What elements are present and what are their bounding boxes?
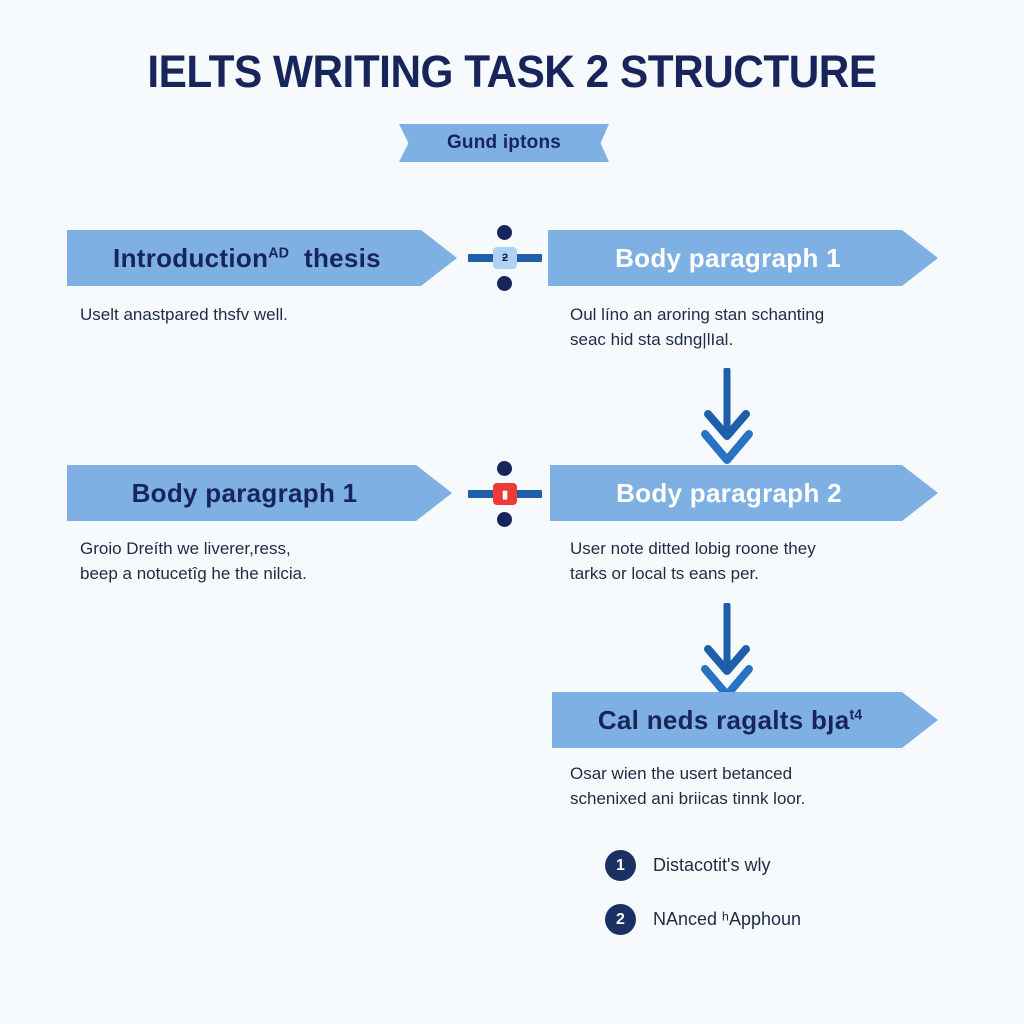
connector-chip-icon: ▮ bbox=[493, 483, 517, 505]
flow-box-caption-body-paragraph-1-top: Oul líno an aroring stan schanting seac … bbox=[570, 305, 825, 349]
list-item[interactable]: 2 NAnced ʰApphoun bbox=[605, 904, 801, 935]
flow-arrow-1-down-icon bbox=[692, 368, 762, 468]
page-title: IELTS WRITING TASK 2 STRUCTURE bbox=[147, 46, 877, 97]
flow-box-heading-superscript: t4 bbox=[849, 706, 863, 723]
flow-box-label: Body paragraph 1 bbox=[132, 478, 388, 509]
flow-box-caption-conclusion: Osar wien the usert betanced schenixed a… bbox=[570, 764, 806, 808]
flow-box-label: IntroductionAD thesis bbox=[113, 243, 411, 274]
connector-chip-icon: ƻ bbox=[493, 247, 517, 269]
flow-arrow-2-down-icon bbox=[692, 603, 762, 703]
flow-box-introduction-thesis[interactable]: IntroductionAD thesis bbox=[67, 230, 457, 286]
flow-box-caption-body-paragraph-2: User note ditted lobig roone they tarks … bbox=[570, 539, 816, 583]
flow-box-heading-main: Body paragraph 1 bbox=[131, 477, 358, 508]
subtitle-ribbon: Gund iptons bbox=[399, 124, 609, 162]
flow-box-body-paragraph-1-top[interactable]: Body paragraph 1 bbox=[548, 230, 938, 286]
flow-box-caption-introduction-thesis: Uselt anastpared thsfv well. bbox=[80, 305, 288, 324]
flow-box-heading-tail: thesis bbox=[304, 242, 381, 273]
connector-dot-top-icon bbox=[497, 225, 512, 240]
flow-box-heading-main: Body paragraph 1 bbox=[615, 242, 841, 273]
list-item[interactable]: 1 Distacotit's wly bbox=[605, 850, 801, 881]
flow-box-heading-superscript: AD bbox=[268, 244, 289, 261]
subtitle-ribbon-label: Gund iptons bbox=[446, 132, 562, 153]
flow-box-caption-body-paragraph-1-bottom: Groio Dreíth we liverer,ress, beep a not… bbox=[80, 539, 307, 583]
flow-box-heading-main: Introduction bbox=[113, 242, 269, 273]
connector-row-1: ƻ bbox=[468, 225, 542, 291]
flow-box-label: Cal neds ragalts bȷat4 bbox=[598, 705, 892, 736]
connector-row-2: ▮ bbox=[468, 461, 542, 527]
list-item-label: NAnced ʰApphoun bbox=[653, 909, 802, 929]
connector-dot-bottom-icon bbox=[497, 276, 512, 291]
list-item-number-badge: 1 bbox=[605, 850, 636, 881]
flow-box-body-paragraph-2[interactable]: Body paragraph 2 bbox=[550, 465, 938, 521]
numbered-list: 1 Distacotit's wly 2 NAnced ʰApphoun bbox=[605, 850, 801, 935]
connector-dot-top-icon bbox=[497, 461, 512, 476]
list-item-number-badge: 2 bbox=[605, 904, 636, 935]
flow-box-heading-main: Body paragraph 2 bbox=[616, 477, 842, 508]
flow-box-label: Body paragraph 1 bbox=[615, 243, 871, 274]
flow-box-conclusion[interactable]: Cal neds ragalts bȷat4 bbox=[552, 692, 938, 748]
list-item-label: Distacotit's wly bbox=[653, 855, 771, 875]
flow-box-label: Body paragraph 2 bbox=[616, 478, 872, 509]
connector-dot-bottom-icon bbox=[497, 512, 512, 527]
flow-box-body-paragraph-1-bottom[interactable]: Body paragraph 1 bbox=[67, 465, 452, 521]
flow-box-heading-main: Cal neds ragalts bȷa bbox=[597, 704, 850, 735]
